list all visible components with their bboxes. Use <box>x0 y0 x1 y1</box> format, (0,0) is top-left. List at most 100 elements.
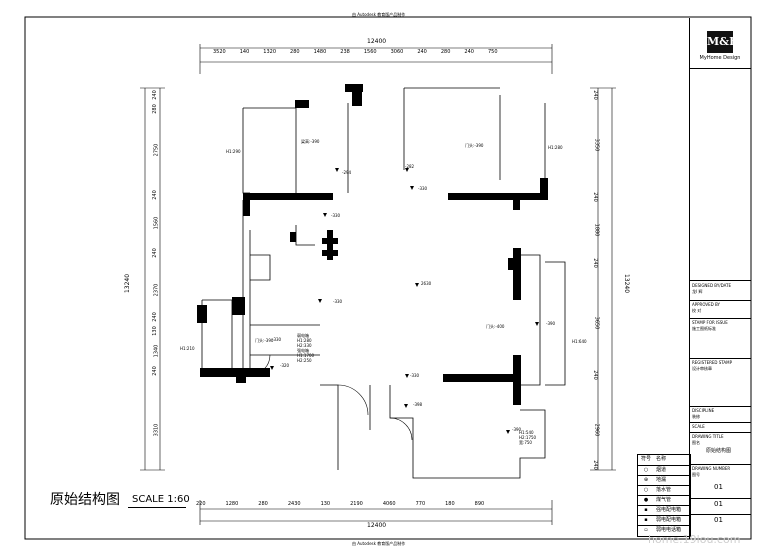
tb-divider <box>690 358 751 359</box>
door-swings <box>249 354 413 441</box>
label-level: -330 <box>331 213 341 218</box>
legend-symbol: ⊕ <box>643 477 649 483</box>
top-dim: 238 <box>340 49 350 55</box>
logo-mark: M&H <box>707 31 740 53</box>
tb-designed-label: DESIGNED BY/DATE <box>692 283 732 288</box>
label-level: -330 <box>410 373 420 378</box>
bottom-dim: 280 <box>258 501 268 507</box>
label-level: -390 <box>512 427 522 432</box>
right-total-dim: 13240 <box>623 273 631 294</box>
tb-registered-value: 设计审核章 <box>692 366 712 371</box>
strong-box-title: 强电箱 <box>297 348 309 353</box>
right-dim: 240 <box>591 370 598 380</box>
label-level: -330 <box>418 186 428 191</box>
top-dims-row: 3520 140 1320 280 1480 238 1560 3060 240… <box>213 49 558 55</box>
weak-box-h1: H1:280 <box>297 338 312 343</box>
left-dim: 130 <box>151 326 158 336</box>
left-dim: 2370 <box>153 283 160 297</box>
tb-number: 01 <box>714 483 723 491</box>
top-dim: 280 <box>440 49 451 55</box>
right-dim: 2960 <box>593 423 600 437</box>
window-h2: H2:1750 <box>519 435 537 440</box>
label-h1-210: H1:210 <box>180 346 195 351</box>
tb-divider <box>690 280 751 281</box>
label-level: -330 <box>333 299 343 304</box>
legend-header-symbol: 符号 <box>640 456 651 462</box>
tb-drawing-title-prefix: 图名 <box>692 440 700 445</box>
left-dimension-lines <box>140 87 165 471</box>
top-dimension-lines <box>199 44 553 74</box>
right-dim: 240 <box>591 90 598 100</box>
label-h1-280: H1:280 <box>548 145 563 150</box>
strong-box-h2: H2:250 <box>297 358 312 363</box>
tb-stamp-label: STAMP FOR ISSUE <box>692 320 728 325</box>
label-beam: 梁高:-390 <box>301 139 320 144</box>
autodesk-note-bottom: 由 Autodesk 教育版产品制作 <box>352 541 406 546</box>
tb-divider <box>690 422 751 423</box>
tb-divider <box>690 514 751 515</box>
tb-divider <box>690 498 751 499</box>
weak-box-h2: H2:330 <box>297 343 312 348</box>
title-block: M&H MyHome Design DESIGNED BY/DATE 龙I 辉 … <box>689 18 751 539</box>
label-level: -330 <box>272 337 282 342</box>
legend-name: 烟道 <box>656 467 667 473</box>
legend-name: 煤气管 <box>656 497 672 503</box>
bottom-dim: 1280 <box>225 501 239 507</box>
tb-divider <box>690 300 751 301</box>
label-door-head: 门头:-390 <box>255 338 274 343</box>
left-dim: 280 <box>151 104 158 114</box>
tb-registered-label: REGISTERED STAMP <box>692 360 733 365</box>
bottom-dim: 4060 <box>382 501 396 507</box>
top-dim: 750 <box>487 49 498 55</box>
top-dim: 3520 <box>213 49 226 55</box>
left-dim: 240 <box>151 248 158 258</box>
legend-name: 弱电电话箱 <box>656 527 682 533</box>
plan-title: 原始结构图 <box>50 492 120 508</box>
label-level: -282 <box>405 164 415 169</box>
left-dim: 240 <box>151 366 158 376</box>
label-level: 2630 <box>421 281 432 286</box>
plan-scale: SCALE 1:60 <box>132 494 190 505</box>
right-dim: 3350 <box>593 138 600 152</box>
bottom-dim: 2190 <box>350 501 363 507</box>
tb-drawing-number-label: DRAWING NUMBER <box>692 466 731 471</box>
legend-name: 落水管 <box>656 487 672 493</box>
legend-symbol: ● <box>643 497 649 503</box>
label-level: -320 <box>280 363 290 368</box>
top-dim: 280 <box>290 49 300 55</box>
left-dim: 2750 <box>153 143 160 157</box>
top-dim: 240 <box>464 49 474 55</box>
bottom-dim: 2430 <box>287 501 301 507</box>
tb-drawing-number-prefix: 图号 <box>692 472 700 477</box>
tb-stamp-value: 施工图纸标准 <box>692 326 716 331</box>
window-h1: H1:540 <box>519 430 534 435</box>
company-logo: M&H MyHome Design <box>694 24 746 78</box>
tb-discipline-value: 装修 <box>692 414 700 419</box>
label-door-head: 门头:-390 <box>465 143 484 148</box>
symbol-legend: 符号 名称 ○ 烟道 ⊕ 地漏 ○ 落水管 ● 煤气管 ▪ 强电配电箱 ▪ 弱电… <box>637 454 691 537</box>
title-underline <box>128 507 186 508</box>
legend-row: ● 煤气管 <box>638 495 690 506</box>
label-door-head: 门头:-400 <box>486 324 505 329</box>
right-dim: 1880 <box>593 223 600 237</box>
tb-divider <box>690 68 751 69</box>
legend-name: 弱电配电箱 <box>656 517 682 523</box>
top-dim: 3060 <box>390 49 404 55</box>
left-dim: 240 <box>151 90 158 100</box>
tb-scale-label: SCALE <box>692 424 705 429</box>
tb-approved-label: APPROVED BY <box>692 302 721 307</box>
tb-approved-value: 校 对 <box>692 308 702 313</box>
bottom-dim: 770 <box>415 501 426 507</box>
autodesk-note-top: 由 Autodesk 教育版产品制作 <box>352 12 406 17</box>
legend-symbol: ○ <box>643 467 649 473</box>
legend-header-name: 名称 <box>656 456 667 462</box>
label-level: -390 <box>546 321 556 326</box>
weak-box-title: 弱电箱 <box>297 333 309 338</box>
legend-name: 地漏 <box>656 477 667 483</box>
bottom-total-dim: 12400 <box>367 522 387 529</box>
load-bearing-walls <box>197 84 548 405</box>
bottom-dimension-lines <box>199 500 553 525</box>
legend-row: ▪ 弱电配电箱 <box>638 515 690 526</box>
